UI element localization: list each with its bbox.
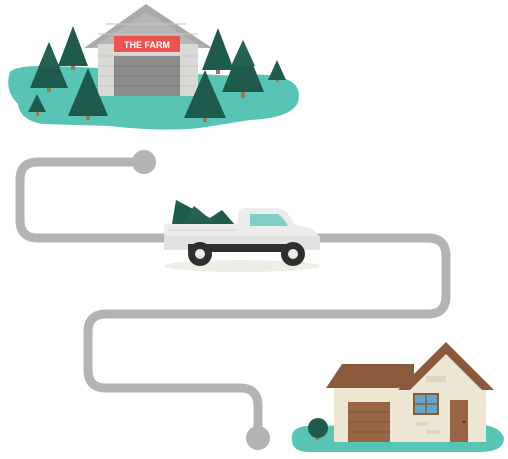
truck-wheel [281,242,305,266]
road-start-dot [132,150,156,174]
truck-window [250,214,288,226]
pine-tree-icon [268,60,286,82]
pine-tree-icon [30,42,68,92]
house-scene [291,342,504,452]
pine-tree-icon [58,26,88,70]
house-icon [326,342,494,442]
truck-chassis [188,244,292,252]
farm-sign-label: THE FARM [124,40,170,50]
truck-wheel [188,242,212,266]
barn-icon: THE FARM [84,4,212,96]
pickup-truck-icon [164,200,320,272]
farm-scene: THE FARM [8,4,299,130]
road-end-dot [246,426,270,450]
house-door [450,400,468,442]
pine-tree-icon [222,40,264,98]
pine-tree-icon [202,28,234,74]
pine-tree-icon [184,70,226,122]
winding-road [15,150,451,450]
pine-tree-icon [28,94,46,116]
pine-tree-icon [68,68,108,120]
farm-sign [114,36,180,52]
bush-tree-icon [308,418,328,440]
